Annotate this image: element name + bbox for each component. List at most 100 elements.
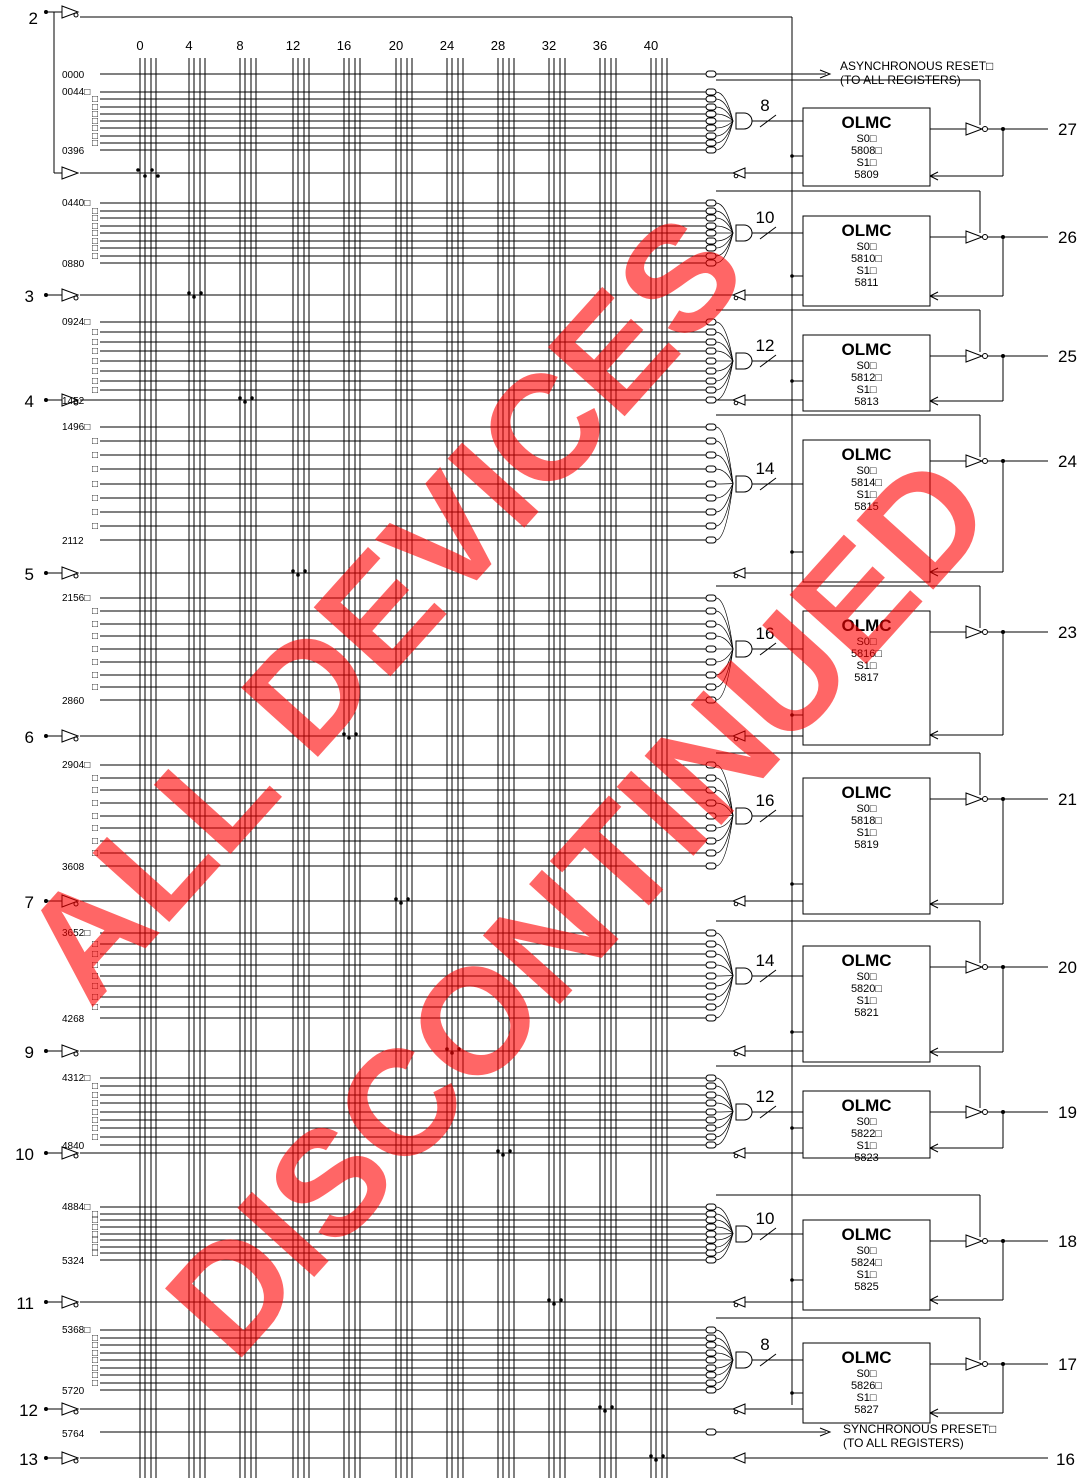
and-gate-icon (705, 1108, 717, 1116)
or-gate-icon (735, 224, 753, 242)
buffer-bubble (73, 1153, 79, 1159)
bus-slash (759, 969, 777, 983)
and-gate-icon (705, 377, 717, 385)
buffer-bubble (982, 1361, 988, 1367)
and-gate-icon (705, 207, 717, 215)
and-gate-icon (705, 950, 717, 958)
term-wire (715, 341, 734, 362)
wiring: 0044□0396□□□□□□□8270440□0880□□□□□□□10260… (44, 5, 1077, 1465)
term-wire (715, 483, 734, 527)
buffer-bubble (733, 1153, 739, 1159)
row-address: 1452 (62, 396, 85, 407)
buffer-bubble (733, 1409, 739, 1415)
row-address: 3652□ (62, 928, 90, 939)
blank-marker: □ (92, 981, 98, 992)
buffer-bubble (982, 1238, 988, 1244)
term-wire (715, 1206, 734, 1234)
term-wire (715, 120, 734, 144)
column-label: 8 (236, 38, 243, 53)
olmc-box (802, 107, 931, 187)
buffer-bubble (982, 458, 988, 464)
buffer-bubble (73, 400, 79, 406)
olmc-blocks: OLMCS0□5808□S1□5809OLMCS0□5810□S1□5811OL… (802, 107, 931, 1424)
and-gate-icon (705, 88, 717, 96)
and-gate-icon (705, 465, 717, 473)
blank-marker: □ (92, 606, 98, 617)
term-wire (715, 1085, 734, 1112)
term-wire (715, 975, 734, 987)
fuse-dot (150, 168, 154, 172)
blank-marker: □ (92, 1222, 98, 1233)
term-wire (715, 1111, 734, 1113)
blank-marker: □ (92, 221, 98, 232)
term-wire (715, 623, 734, 650)
blank-marker: □ (92, 213, 98, 224)
term-wire (715, 1352, 734, 1361)
olmc-fuse: 5810□ (851, 253, 882, 265)
term-wire (715, 120, 734, 151)
olmc-title: OLMC (841, 1348, 891, 1367)
and-gate-icon (705, 95, 717, 103)
blank-marker: □ (92, 631, 98, 642)
pin-label: 10 (15, 1145, 34, 1164)
fuse-dot (192, 295, 196, 299)
feedback-buffer-icon (731, 895, 746, 907)
term-wire (715, 350, 734, 362)
blank-marker: □ (92, 131, 98, 142)
blank-marker: □ (92, 811, 98, 822)
blank-marker: □ (92, 823, 98, 834)
row-address: 5368□ (62, 1325, 90, 1336)
buffer-bubble (733, 173, 739, 179)
buffer-bubble (733, 736, 739, 742)
olmc-s0: S0□ (856, 803, 876, 815)
olmc-fuse: 5814□ (851, 477, 882, 489)
olmc-box (802, 945, 931, 1063)
blank-marker: □ (92, 243, 98, 254)
input-buffer-icon (61, 1146, 80, 1160)
and-gate-icon (705, 1386, 717, 1394)
junction-dot (790, 1278, 794, 1282)
olmc-box (802, 1342, 931, 1424)
and-gate-icon (705, 437, 717, 445)
pin-label: 5 (25, 565, 34, 584)
blank-marker: □ (92, 1215, 98, 1226)
junction-dot (790, 1126, 794, 1130)
olmc-title: OLMC (841, 445, 891, 464)
and-gate-icon (705, 929, 717, 937)
buffer-bubble (73, 1409, 79, 1415)
fuse-dot (508, 1149, 512, 1153)
blank-marker: □ (92, 94, 98, 105)
term-count: 14 (756, 951, 775, 970)
blank-marker: □ (92, 992, 98, 1003)
or-gate-icon (735, 967, 753, 985)
buffer-bubble (733, 901, 739, 907)
buffer-bubble (982, 629, 988, 635)
junction-dot (790, 1030, 794, 1034)
arrow-icon (819, 69, 832, 79)
olmc-box (802, 1219, 931, 1311)
blank-marker: □ (92, 1123, 98, 1134)
olmc-title: OLMC (841, 113, 891, 132)
and-gate-icon (705, 982, 717, 990)
term-count: 16 (756, 791, 775, 810)
olmc-fuse: 5813 (854, 396, 878, 408)
and-gate-icon (705, 961, 717, 969)
or-gate-icon (735, 640, 753, 658)
olmc-fuse: 5818□ (851, 815, 882, 827)
and-gate-icon (705, 972, 717, 980)
and-gate-icon (705, 1203, 717, 1211)
and-gate-icon (705, 594, 717, 602)
and-gate-icon (705, 1216, 717, 1224)
sync-preset-label: SYNCHRONOUS PRESET□ (843, 1422, 996, 1436)
term-wire (715, 98, 734, 122)
olmc-title: OLMC (841, 951, 891, 970)
fuse-dot (291, 569, 295, 573)
pin-node (44, 1151, 48, 1155)
term-wire (715, 331, 734, 362)
pin-label: 11 (16, 1294, 34, 1313)
pin-node (44, 293, 48, 297)
blank-marker: □ (92, 251, 98, 262)
olmc-s0: S0□ (856, 1368, 876, 1380)
bus-slash (759, 354, 777, 368)
and-gate-icon (705, 1236, 717, 1244)
